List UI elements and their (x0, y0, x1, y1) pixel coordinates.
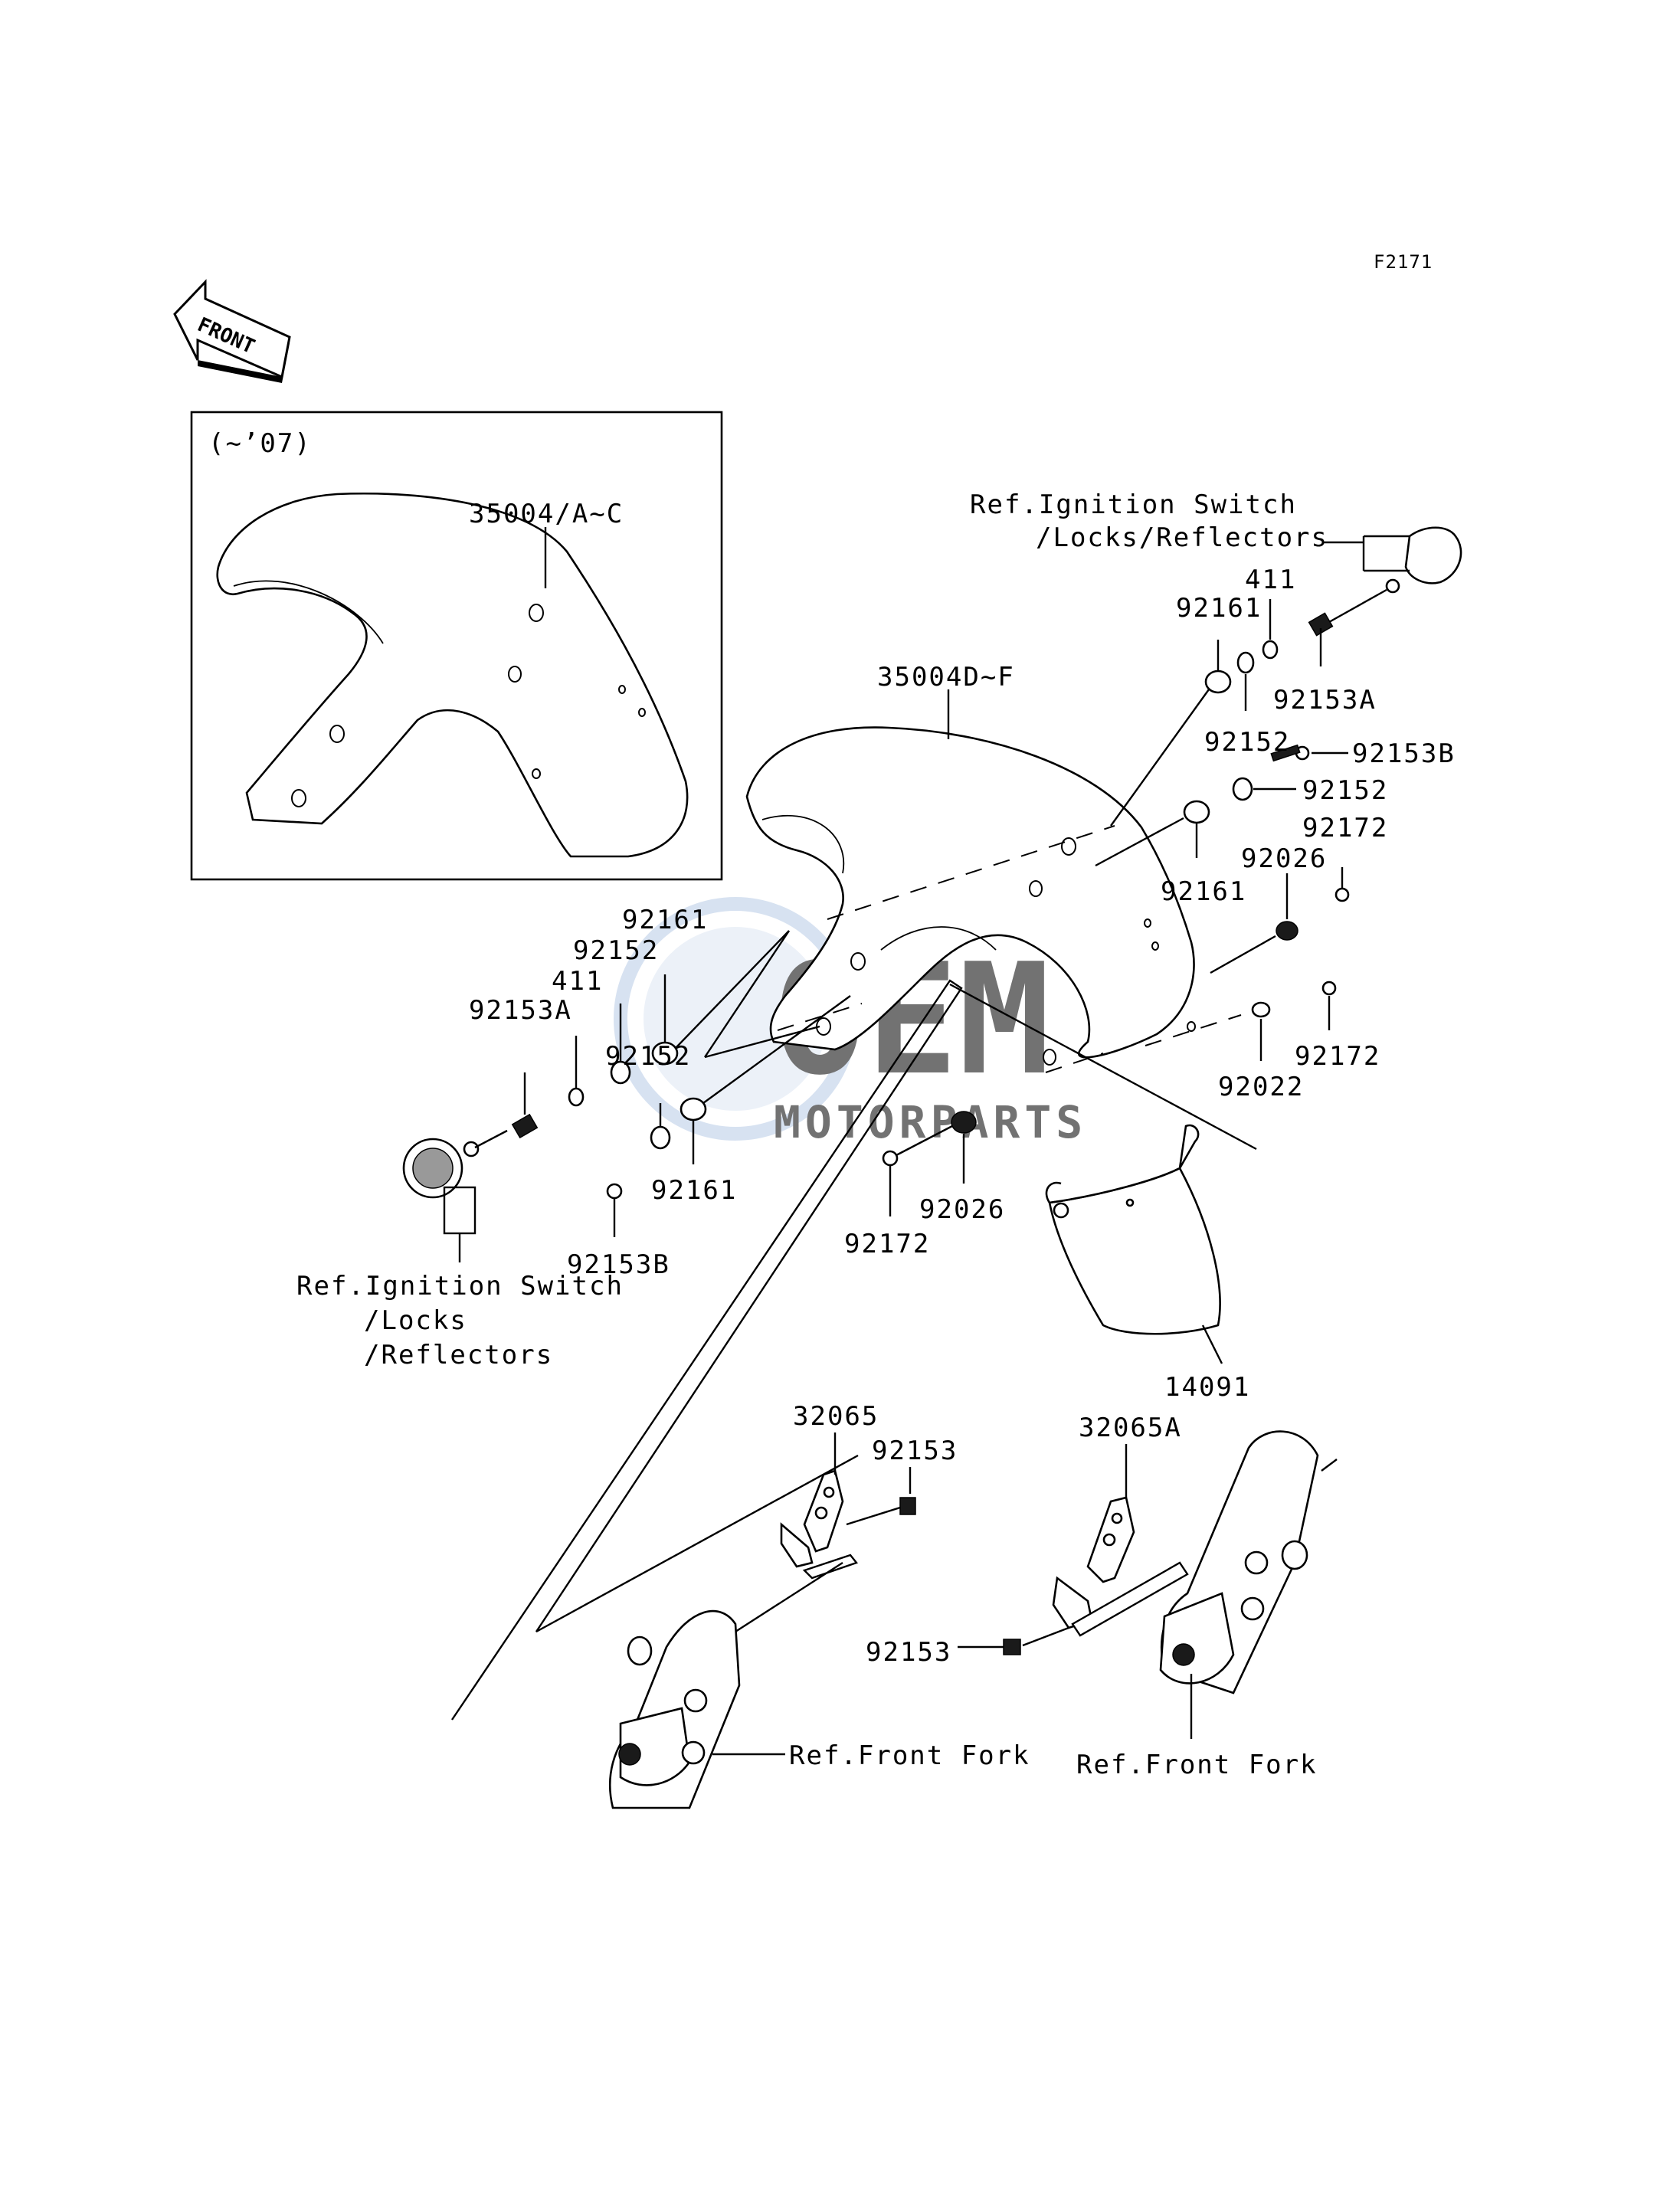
label-92172-right-top: 92172 (1302, 813, 1388, 843)
label-ref-ignition-left-2: /Locks (364, 1305, 467, 1336)
label-ref-ignition-right-2: /Locks/Reflectors (1036, 522, 1328, 553)
washer-92152-left (610, 1060, 631, 1085)
bolt-92153a-left (511, 1113, 539, 1139)
screw-92172-right-top (1335, 887, 1350, 902)
watermark-motorparts: MOTORPARTS (774, 1096, 1087, 1148)
label-92161-right-mid: 92161 (1161, 876, 1246, 907)
screw-92153b-right (1270, 744, 1301, 762)
label-ref-ignition-left-1: Ref.Ignition Switch (296, 1271, 624, 1302)
right-hardware (1095, 526, 1462, 1061)
label-92153b-right: 92153B (1352, 738, 1456, 769)
washer-92152-left-bot (650, 1125, 671, 1150)
screw-92172-center (882, 1150, 899, 1167)
label-92153b-left: 92153B (567, 1249, 670, 1280)
front-arrow-icon: FRONT (173, 279, 291, 383)
bracket-32065 (735, 1432, 916, 1633)
washer-411-left (568, 1087, 585, 1107)
label-ref-front-fork-left: Ref.Front Fork (789, 1740, 1030, 1771)
label-92161-left-top: 92161 (622, 905, 708, 935)
grommet-92161-right-top (1204, 670, 1232, 694)
bolt-92153-left (899, 1497, 916, 1515)
fork-left (608, 1610, 785, 1809)
washer-92152-right (1236, 651, 1255, 674)
label-92026-center: 92026 (919, 1194, 1005, 1225)
bolt-92153a-right (1308, 612, 1334, 637)
label-92153-right: 92153 (866, 1637, 951, 1668)
label-ref-ignition-right-1: Ref.Ignition Switch (970, 489, 1297, 520)
washer-92022-right (1251, 1001, 1271, 1018)
label-14091: 14091 (1164, 1372, 1250, 1403)
grommet-92161-left-bot (680, 1097, 707, 1121)
label-92152-left-top: 92152 (573, 935, 659, 966)
label-32065: 32065 (793, 1401, 879, 1432)
screw-92153b-left (606, 1183, 623, 1200)
center-hardware (882, 1111, 977, 1216)
label-92152-left-bot: 92152 (605, 1041, 691, 1072)
label-ref-front-fork-right: Ref.Front Fork (1076, 1750, 1318, 1780)
label-92026-right: 92026 (1241, 843, 1327, 874)
label-92161-left-bot: 92161 (651, 1175, 737, 1206)
label-92153-left: 92153 (872, 1436, 958, 1466)
left-hardware (402, 930, 851, 1262)
grommet-92161-right-mid (1183, 800, 1210, 824)
washer-92152-right-b (1232, 777, 1253, 801)
flap-14091 (1045, 1124, 1223, 1364)
labels: Ref.Ignition Switch /Locks/Reflectors 41… (296, 489, 1456, 1780)
label-35004-a-c: 35004/A~C (469, 499, 624, 529)
diagram-code: F2171 (1374, 251, 1433, 273)
label-35004d-f: 35004D~F (877, 662, 1015, 692)
label-411-right: 411 (1245, 565, 1296, 595)
label-92161-right-top: 92161 (1176, 593, 1262, 624)
label-92172-center: 92172 (844, 1229, 930, 1259)
right-reflector (1404, 526, 1462, 584)
label-92022-right: 92022 (1218, 1072, 1304, 1102)
label-92153a-left: 92153A (469, 995, 572, 1026)
inset-fender (216, 492, 689, 858)
inset-note: (~’07) (208, 428, 312, 459)
label-411-left: 411 (552, 966, 603, 997)
label-ref-ignition-left-3: /Reflectors (364, 1340, 553, 1370)
washer-411-right (1262, 640, 1279, 660)
reference-lines (451, 979, 963, 1721)
grommet-92026-right (1276, 921, 1298, 941)
label-92152-right-a: 92152 (1204, 727, 1290, 758)
fork-right (1159, 1430, 1338, 1739)
label-92152-right-b: 92152 (1302, 775, 1388, 806)
screw-92172-right-bot (1321, 981, 1337, 996)
main-fender: 35004D~F (745, 662, 1196, 1066)
label-92172-right-bot: 92172 (1295, 1041, 1380, 1072)
grommet-92161-left-top (651, 1041, 679, 1066)
bracket-32065a (958, 1444, 1189, 1655)
bolt-92153-right (1003, 1639, 1021, 1655)
label-32065a: 32065A (1079, 1413, 1182, 1443)
inset-panel: (~’07) 35004/A~C (190, 411, 723, 881)
grommet-92026-center (951, 1111, 977, 1134)
label-92153a-right: 92153A (1273, 685, 1377, 715)
